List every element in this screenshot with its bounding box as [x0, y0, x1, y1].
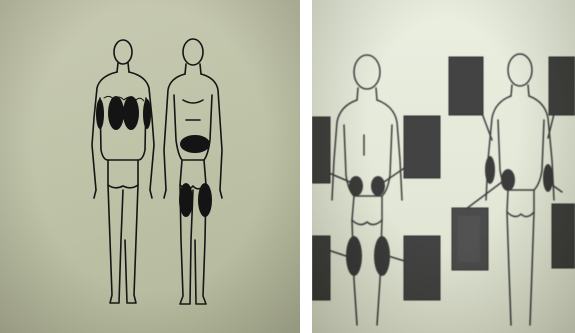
right-photo-drawing [312, 0, 575, 333]
left-photo [0, 0, 300, 333]
front-view-figure-legend [486, 54, 554, 325]
front-view-figure-legend [332, 55, 402, 325]
right-photo [312, 0, 575, 333]
back-view-figure [92, 40, 154, 303]
left-photo-drawing [0, 0, 300, 333]
front-view-patches [179, 135, 212, 217]
front-view-figure [164, 39, 222, 304]
back-view-patches [96, 96, 151, 130]
